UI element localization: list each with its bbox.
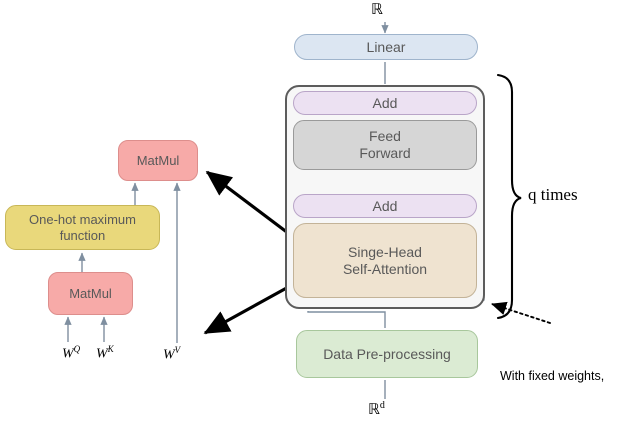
node-feed-forward-label-line1: Feed — [369, 128, 401, 145]
label-fixed-weights-note: With fixed weights, no need for training… — [500, 331, 611, 424]
node-one-hot-label-line1: One-hot maximum — [29, 212, 136, 228]
dotted-note-arrow — [491, 301, 551, 324]
node-one-hot-maximum[interactable]: One-hot maximum function — [5, 205, 160, 250]
node-feed-forward[interactable]: Feed Forward — [293, 120, 477, 170]
node-data-preprocessing-label: Data Pre-processing — [323, 345, 451, 362]
node-add-2-label: Add — [372, 197, 398, 214]
label-w-key: WK — [96, 344, 114, 362]
label-w-value: WV — [163, 345, 181, 363]
q-times-brace — [496, 73, 522, 320]
label-output-space: ℝ — [371, 2, 383, 18]
node-add-1-label: Add — [372, 94, 398, 111]
node-matmul-bottom-label: MatMul — [69, 285, 112, 301]
node-add-1[interactable]: Add — [293, 91, 477, 115]
node-linear-label: Linear — [366, 38, 406, 55]
node-matmul-top[interactable]: MatMul — [118, 140, 198, 181]
label-q-times: q times — [528, 185, 578, 204]
node-data-preprocessing[interactable]: Data Pre-processing — [296, 330, 478, 378]
node-self-attention-label-line2: Self-Attention — [342, 260, 428, 277]
label-input-space: ℝd — [368, 400, 385, 418]
edge-prep-to-block — [307, 311, 386, 328]
callout-arrow-lower — [203, 283, 293, 335]
node-matmul-bottom[interactable]: MatMul — [48, 272, 133, 315]
node-self-attention[interactable]: Singe-Head Self-Attention — [293, 223, 477, 298]
label-fixed-weights-line1: With fixed weights, — [500, 369, 605, 384]
node-linear[interactable]: Linear — [294, 34, 478, 60]
label-w-query: WQ — [62, 344, 81, 362]
node-add-2[interactable]: Add — [293, 194, 477, 218]
node-self-attention-label-line1: Singe-Head — [348, 243, 422, 260]
node-feed-forward-label-line2: Forward — [359, 145, 411, 161]
node-one-hot-label-line2: function — [59, 227, 106, 243]
callout-arrow-upper — [205, 170, 293, 238]
node-matmul-top-label: MatMul — [136, 152, 180, 168]
